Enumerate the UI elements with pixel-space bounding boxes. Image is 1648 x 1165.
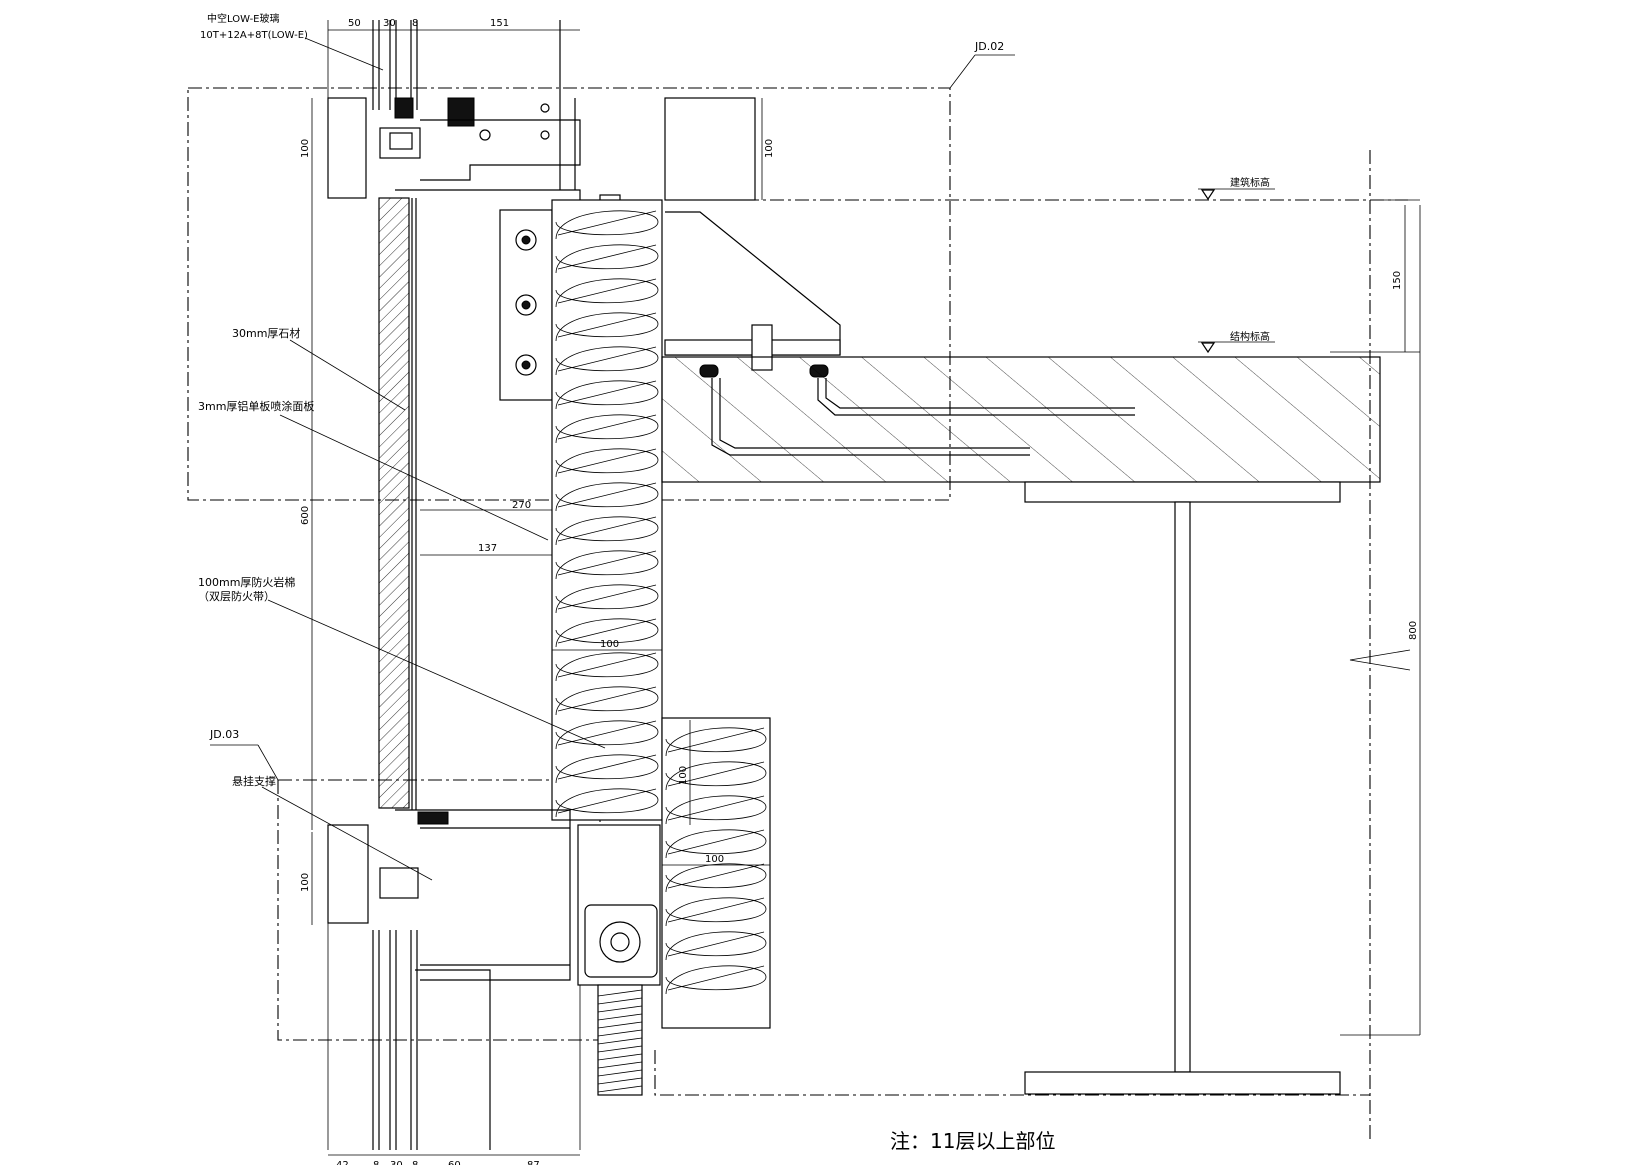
fire-sub-label: （双层防火带） — [198, 589, 275, 603]
structure-level-line — [1198, 341, 1275, 354]
dim-270: 270 — [512, 500, 531, 511]
concrete-slab — [661, 356, 1381, 483]
aluminum-label: 3mm厚铝单板喷涂面板 — [198, 399, 314, 413]
dim-100-top-left: 100 — [300, 139, 311, 158]
dimension-lines — [311, 29, 1421, 1156]
glass-unit-top — [372, 20, 418, 110]
finish-level-line — [670, 188, 1408, 201]
bottom-transom-profile — [327, 809, 661, 1150]
aluminum-back-panel — [411, 198, 417, 810]
dim-bottom-42: 42 — [336, 1160, 349, 1165]
stone-panel — [378, 197, 410, 809]
glass-unit-bottom — [372, 930, 418, 1150]
beam-hang-label: 悬挂支撑 — [232, 774, 276, 788]
top-transom-profile — [327, 20, 756, 201]
finish-level-label: 建筑标高 — [1230, 176, 1270, 189]
dim-bottom-87: 87 — [527, 1160, 540, 1165]
jd02-detail-frame — [187, 54, 1015, 501]
fire-insulation-lower — [661, 717, 771, 1029]
dim-bottom-60: 60 — [448, 1160, 461, 1165]
jd02-label: JD.02 — [974, 40, 1004, 53]
dim-100-insulation: 100 — [600, 639, 619, 650]
anchor-bolt-threaded — [597, 984, 643, 1096]
dim-600: 600 — [300, 506, 311, 525]
dim-bottom-8a: 8 — [373, 1160, 379, 1165]
dim-100-bottom-left: 100 — [300, 873, 311, 892]
jd03-label: JD.03 — [209, 728, 239, 741]
drawing-note: 注：11层以上部位 — [890, 1129, 1055, 1153]
fire-label: 100mm厚防火岩棉 — [198, 575, 295, 589]
dim-top-30: 30 — [383, 18, 396, 29]
dim-top-50: 50 — [348, 18, 361, 29]
dim-top-151: 151 — [490, 18, 509, 29]
glass-label: 中空LOW-E玻璃 — [207, 12, 280, 25]
steel-i-beam — [1024, 481, 1341, 1095]
stone-label: 30mm厚石材 — [232, 326, 300, 340]
dim-bottom-30: 30 — [390, 1160, 403, 1165]
dim-top-8: 8 — [412, 18, 418, 29]
struct-level-label: 结构标高 — [1230, 330, 1270, 343]
dim-800: 800 — [1408, 621, 1419, 640]
dim-100-box-vertical: 100 — [678, 766, 689, 785]
dim-150: 150 — [1392, 271, 1403, 290]
leader-lines — [261, 37, 606, 881]
steel-connection-plate — [664, 211, 841, 378]
dim-137: 137 — [478, 543, 497, 554]
glass-spec-label: 10T+12A+8T(LOW-E) — [200, 30, 308, 41]
dim-100-top-right: 100 — [764, 139, 775, 158]
fire-insulation-main — [551, 199, 663, 821]
dim-bottom-8b: 8 — [412, 1160, 418, 1165]
dim-100-box-horizontal: 100 — [705, 854, 724, 865]
